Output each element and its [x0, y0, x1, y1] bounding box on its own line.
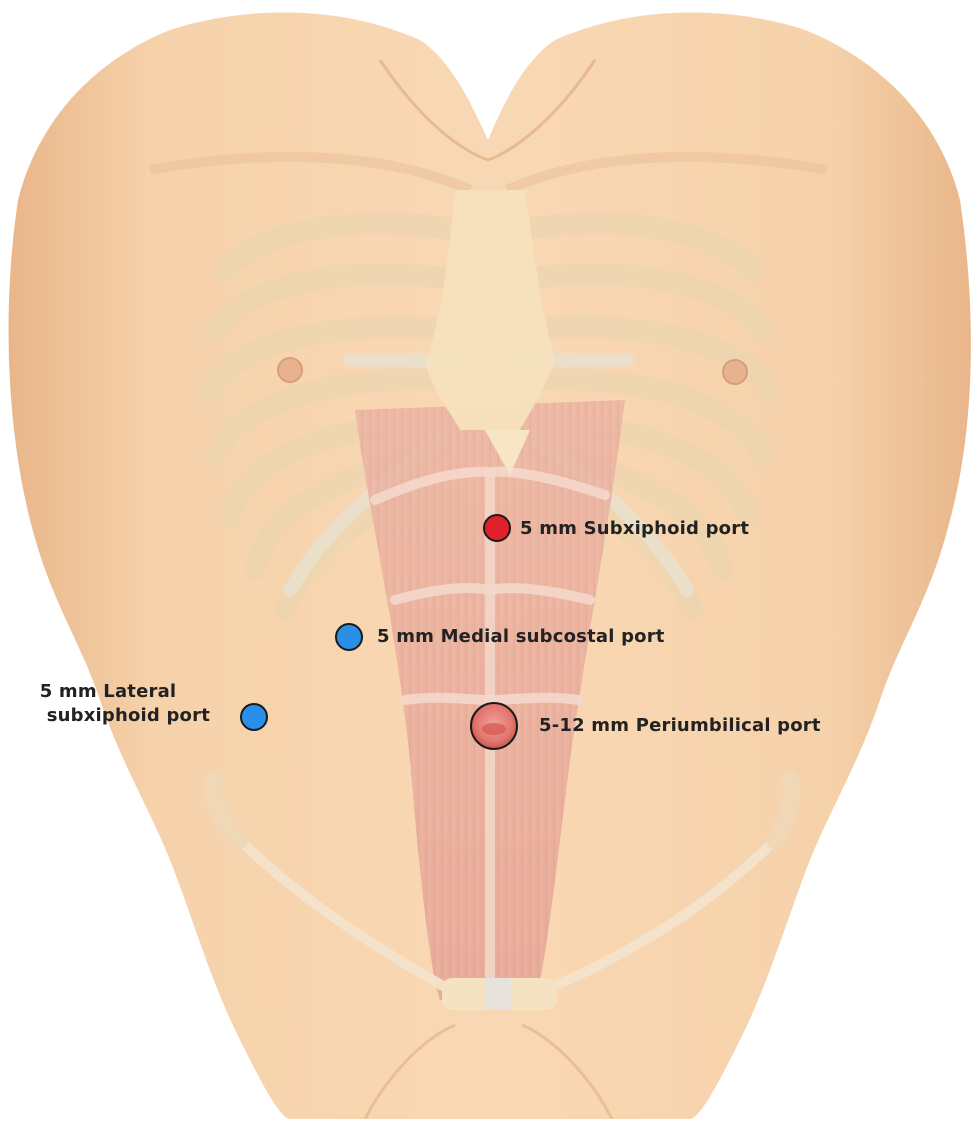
- lateral-subxiphoid-port-marker: [241, 704, 267, 730]
- lateral-subxiphoid-port-label: 5 mm Lateral subxiphoid port: [6, 680, 210, 728]
- subxiphoid-port-marker: [484, 515, 510, 541]
- nipple-left: [278, 358, 302, 382]
- medial-subcostal-port-marker: [336, 624, 362, 650]
- lateral-subxiphoid-label-line2: subxiphoid port: [6, 704, 210, 728]
- medial-subcostal-port-label: 5 mm Medial subcostal port: [377, 626, 665, 647]
- lateral-subxiphoid-label-line1: 5 mm Lateral: [6, 680, 210, 704]
- subxiphoid-port-label: 5 mm Subxiphoid port: [520, 518, 749, 539]
- periumbilical-port-label: 5-12 mm Periumbilical port: [539, 715, 821, 736]
- nipple-right: [723, 360, 747, 384]
